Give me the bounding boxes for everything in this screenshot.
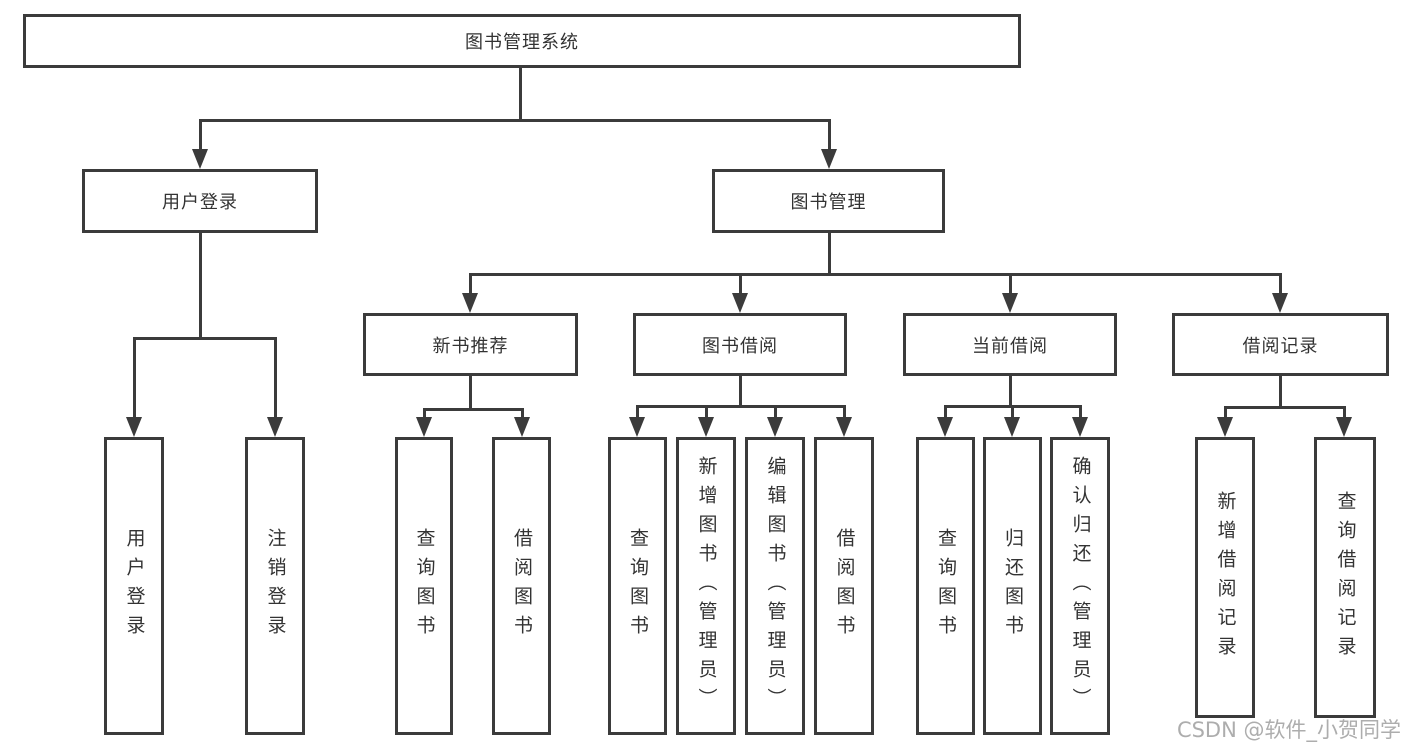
- connector-line: [828, 119, 831, 152]
- arrowhead-down-icon: [416, 417, 432, 437]
- arrowhead-down-icon: [1004, 417, 1020, 437]
- arrowhead-down-icon: [126, 417, 142, 437]
- node-label: 当前借阅: [972, 335, 1048, 357]
- leaf-add-book-admin: 新增图书（管理员）: [676, 437, 736, 735]
- arrowhead-down-icon: [1002, 293, 1018, 313]
- node-label: 查询借阅记录: [1334, 490, 1357, 665]
- leaf-confirm-return-admin: 确认归还（管理员）: [1050, 437, 1110, 735]
- node-label: 用户登录: [123, 528, 146, 644]
- connector-line: [519, 67, 522, 119]
- connector-line: [828, 233, 831, 273]
- connector-line: [199, 119, 831, 122]
- connector-line: [469, 376, 472, 408]
- arrowhead-down-icon: [836, 417, 852, 437]
- csdn-watermark: CSDN @软件_小贺同学: [1176, 718, 1401, 742]
- leaf-user-login: 用户登录: [104, 437, 164, 735]
- leaf-logout: 注销登录: [245, 437, 305, 735]
- node-label: 注销登录: [264, 528, 287, 644]
- node-new-book-recommend: 新书推荐: [363, 313, 578, 376]
- node-label: 借阅图书: [833, 528, 856, 644]
- arrowhead-down-icon: [1217, 417, 1233, 437]
- arrowhead-down-icon: [1336, 417, 1352, 437]
- node-label: 用户登录: [162, 192, 238, 213]
- arrowhead-down-icon: [1072, 417, 1088, 437]
- connector-line: [133, 337, 276, 340]
- connector-line: [739, 273, 742, 295]
- node-label: 归还图书: [1002, 528, 1024, 644]
- connector-line: [1224, 406, 1227, 420]
- arrowhead-down-icon: [629, 417, 645, 437]
- connector-line: [739, 376, 742, 405]
- arrowhead-down-icon: [267, 417, 283, 437]
- node-current-borrowing: 当前借阅: [903, 313, 1117, 376]
- connector-line: [133, 337, 136, 419]
- leaf-borrow-books-2: 借阅图书: [814, 437, 874, 735]
- leaf-query-borrow-record: 查询借阅记录: [1314, 437, 1376, 718]
- arrowhead-down-icon: [462, 293, 478, 313]
- arrowhead-down-icon: [767, 417, 783, 437]
- leaf-borrow-books-1: 借阅图书: [492, 437, 551, 735]
- node-label: 图书管理系统: [465, 32, 579, 53]
- connector-line: [1279, 376, 1282, 406]
- connector-line: [423, 408, 426, 420]
- node-book-management: 图书管理: [712, 169, 945, 233]
- arrowhead-down-icon: [821, 149, 837, 169]
- connector-line: [1009, 273, 1012, 295]
- arrowhead-down-icon: [698, 417, 714, 437]
- connector-line: [774, 405, 777, 420]
- node-label: 借阅图书: [511, 528, 533, 644]
- connector-line: [521, 408, 524, 420]
- arrowhead-down-icon: [1272, 293, 1288, 313]
- connector-line: [274, 337, 277, 419]
- node-label: 图书管理: [790, 192, 867, 213]
- node-label: 新书推荐: [432, 335, 509, 357]
- node-borrowing-records: 借阅记录: [1172, 313, 1389, 376]
- leaf-add-borrow-record: 新增借阅记录: [1195, 437, 1255, 718]
- node-label: 新增图书（管理员）: [695, 455, 718, 717]
- leaf-query-books-1: 查询图书: [395, 437, 453, 735]
- connector-line: [636, 405, 639, 420]
- connector-line: [944, 405, 947, 420]
- connector-line: [469, 273, 472, 295]
- connector-line: [1279, 273, 1282, 295]
- connector-line: [1224, 406, 1345, 409]
- connector-line: [1343, 406, 1346, 420]
- arrowhead-down-icon: [732, 293, 748, 313]
- leaf-edit-book-admin: 编辑图书（管理员）: [745, 437, 805, 735]
- connector-line: [1079, 405, 1082, 420]
- leaf-query-books-2: 查询图书: [608, 437, 667, 735]
- connector-line: [199, 119, 202, 152]
- arrowhead-down-icon: [937, 417, 953, 437]
- node-label: 借阅记录: [1242, 335, 1319, 357]
- connector-line: [423, 408, 523, 411]
- connector-line: [1011, 405, 1014, 420]
- connector-line: [199, 233, 202, 337]
- node-label: 查询图书: [413, 528, 436, 644]
- node-label: 查询图书: [627, 528, 649, 644]
- arrowhead-down-icon: [192, 149, 208, 169]
- node-book-management-system: 图书管理系统: [23, 14, 1021, 68]
- node-label: 编辑图书（管理员）: [764, 455, 787, 717]
- node-label: 新增借阅记录: [1214, 490, 1237, 665]
- connector-line: [705, 405, 708, 420]
- connector-line: [843, 405, 846, 420]
- leaf-return-books: 归还图书: [983, 437, 1042, 735]
- node-user-login: 用户登录: [82, 169, 318, 233]
- node-label: 图书借阅: [702, 335, 778, 357]
- node-book-borrowing: 图书借阅: [633, 313, 847, 376]
- connector-line: [469, 273, 1281, 276]
- leaf-query-books-3: 查询图书: [916, 437, 975, 735]
- connector-line: [636, 405, 845, 408]
- node-label: 查询图书: [935, 528, 957, 644]
- node-label: 确认归还（管理员）: [1069, 455, 1092, 717]
- arrowhead-down-icon: [514, 417, 530, 437]
- connector-line: [1009, 376, 1012, 405]
